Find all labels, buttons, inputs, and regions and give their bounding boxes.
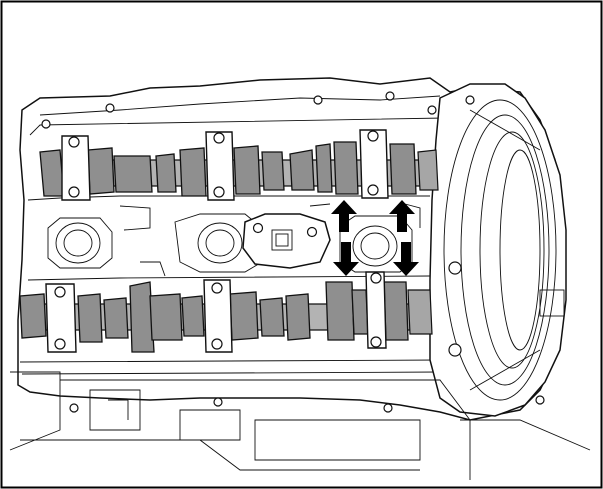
engine-block-lower	[9, 371, 591, 480]
arrow-down-right	[393, 242, 419, 276]
arrow-up-left	[331, 200, 357, 232]
upper-bearing-caps	[61, 129, 389, 201]
upper-camshaft	[39, 129, 439, 201]
arrow-up-right	[389, 200, 415, 232]
timing-cover	[429, 83, 567, 417]
lower-bearing-caps	[45, 271, 387, 353]
lower-camshaft	[19, 271, 433, 353]
arrow-down-left	[333, 242, 359, 276]
direction-arrows	[331, 200, 419, 276]
